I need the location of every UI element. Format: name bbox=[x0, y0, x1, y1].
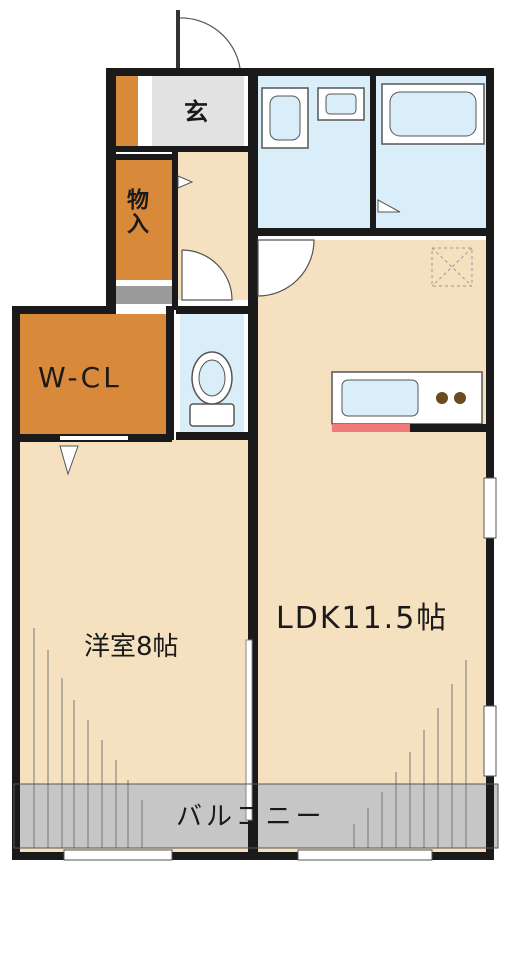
ldk-label: LDK11.5帖 bbox=[276, 601, 449, 636]
bedroom-label: 洋室8帖 bbox=[84, 632, 179, 662]
shoe-cabinet bbox=[116, 76, 138, 146]
entrance-door bbox=[176, 10, 180, 68]
ldk-sliding-door bbox=[297, 849, 433, 861]
window-right-upper bbox=[483, 477, 497, 539]
walk-in-closet-floor bbox=[20, 314, 166, 436]
ldk-flooring-lines bbox=[353, 660, 467, 848]
closet-door bbox=[60, 436, 128, 440]
storage-label: 物入 bbox=[123, 188, 148, 236]
balcony-label: バルコニー bbox=[176, 802, 326, 832]
toilet bbox=[189, 351, 235, 427]
bedroom-sliding-door bbox=[63, 849, 173, 861]
bedroom-ldk-door bbox=[245, 639, 253, 821]
entrance-label: 玄 bbox=[184, 98, 208, 126]
bedroom-flooring-lines bbox=[33, 628, 143, 848]
ldk-door-swing bbox=[257, 239, 315, 297]
walk-in-closet-label: W-CL bbox=[38, 361, 122, 394]
balcony-railing bbox=[13, 783, 499, 849]
window-right-lower bbox=[483, 705, 497, 777]
storage-floor bbox=[116, 160, 172, 280]
kitchen-counter bbox=[331, 371, 486, 432]
ldk-floor bbox=[258, 240, 486, 854]
ventilation-mark bbox=[431, 247, 473, 287]
hall-door-swing bbox=[181, 249, 233, 301]
entrance-door-swing bbox=[177, 17, 241, 69]
entrance-floor bbox=[152, 76, 244, 146]
storage-base bbox=[116, 286, 174, 304]
